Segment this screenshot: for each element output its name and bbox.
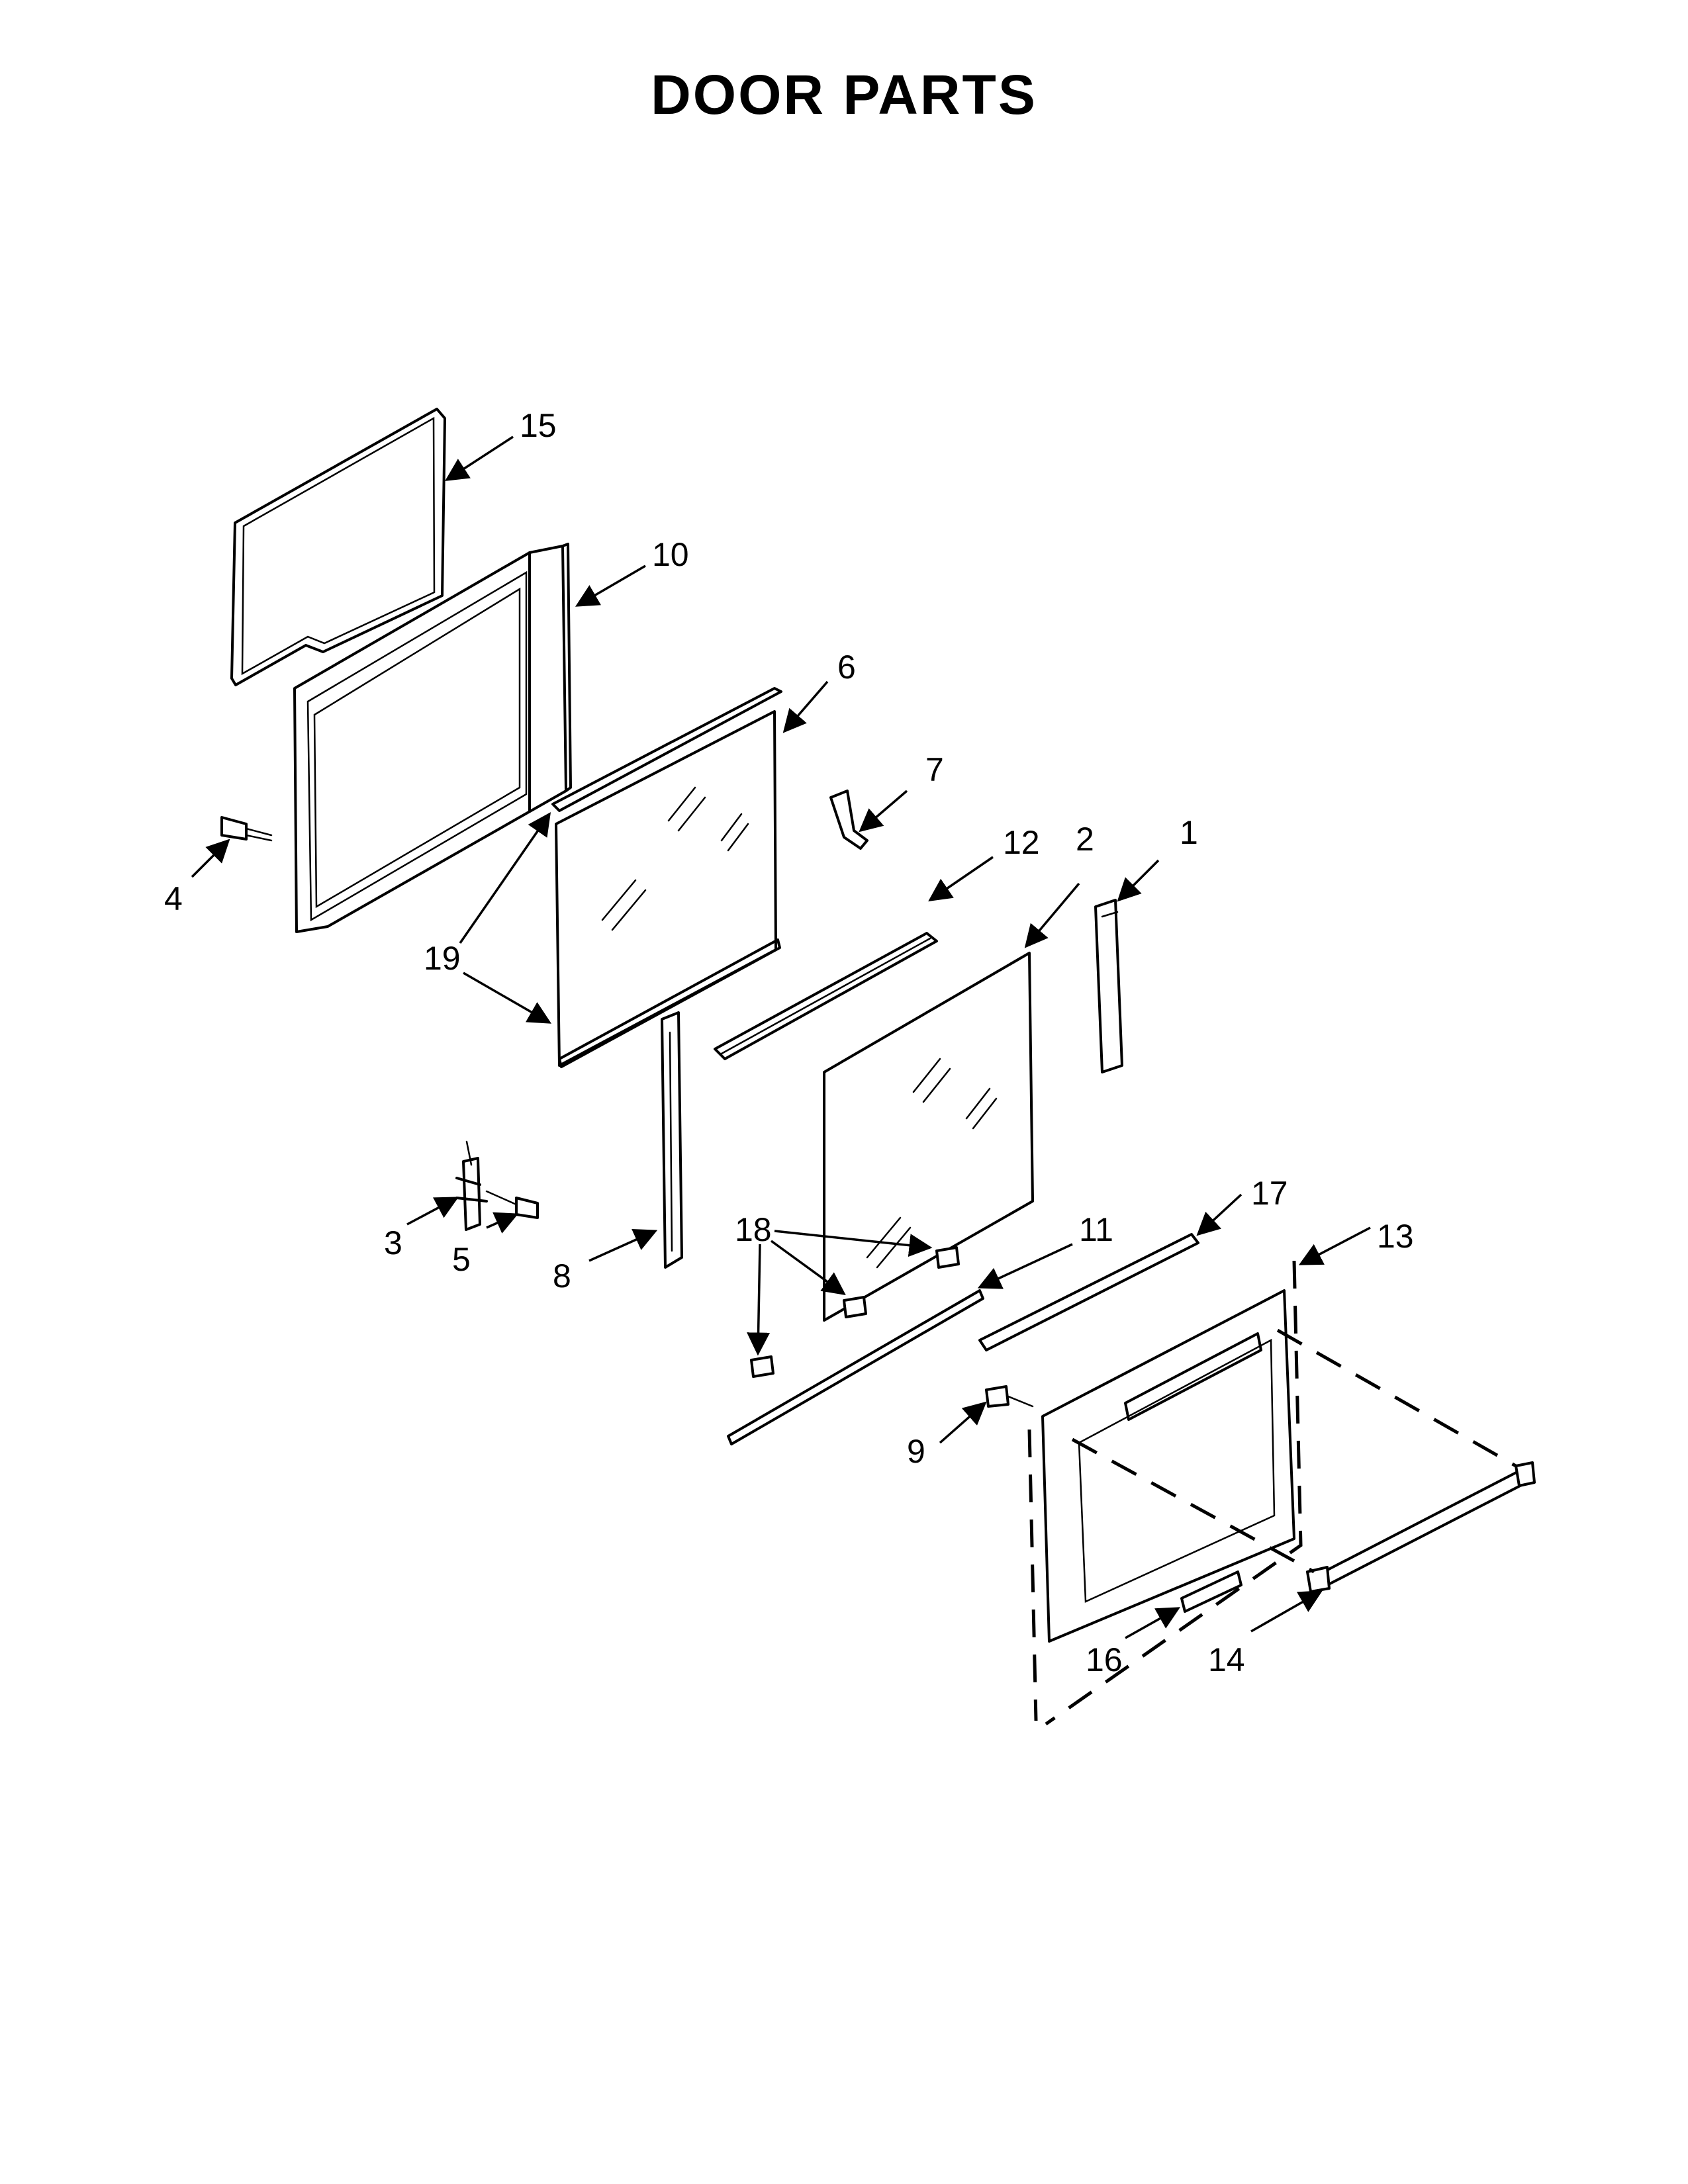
screws-18-part bbox=[750, 1246, 960, 1378]
badge-16-part bbox=[1180, 1570, 1243, 1613]
handle-14-part bbox=[1306, 1461, 1536, 1593]
part-label-5: 5 bbox=[452, 1241, 471, 1278]
part-label-3: 3 bbox=[384, 1224, 402, 1261]
strip-12-part bbox=[714, 932, 938, 1060]
hinge-3-part bbox=[455, 1140, 488, 1231]
door-panel-13-part bbox=[1041, 1289, 1295, 1643]
part-label-18: 18 bbox=[735, 1211, 772, 1248]
part-label-4: 4 bbox=[164, 880, 183, 917]
inner-door-frame-part bbox=[293, 543, 572, 933]
bracket-8-part bbox=[661, 1011, 683, 1269]
part-label-11: 11 bbox=[1079, 1211, 1113, 1248]
screw-9-part bbox=[985, 1385, 1034, 1408]
screw-4-part bbox=[220, 816, 273, 842]
part-label-15: 15 bbox=[520, 407, 557, 444]
leader-lines bbox=[191, 435, 1371, 1639]
part-label-17: 17 bbox=[1251, 1175, 1288, 1212]
part-label-2: 2 bbox=[1076, 821, 1094, 858]
inner-glass-2-part bbox=[823, 952, 1034, 1322]
vent-rail-17-part bbox=[978, 1233, 1199, 1351]
part-label-6: 6 bbox=[837, 649, 856, 686]
part-label-16: 16 bbox=[1086, 1641, 1123, 1678]
clip-7-part bbox=[829, 790, 868, 850]
trim-11-part bbox=[727, 1289, 984, 1445]
outer-glass-6-part bbox=[551, 687, 782, 1068]
page-title: DOOR PARTS bbox=[651, 64, 1037, 126]
door-gasket-part bbox=[230, 408, 446, 686]
part-label-13: 13 bbox=[1377, 1218, 1414, 1255]
part-label-14: 14 bbox=[1208, 1641, 1245, 1678]
part-label-19: 19 bbox=[424, 940, 461, 977]
part-label-9: 9 bbox=[907, 1433, 925, 1470]
part-label-10: 10 bbox=[652, 536, 689, 573]
part-labels: 1 2 3 4 5 6 7 8 9 10 11 12 13 14 15 16 1… bbox=[164, 407, 1414, 1678]
channel-1-part bbox=[1094, 899, 1123, 1073]
part-label-8: 8 bbox=[553, 1257, 571, 1295]
part-label-7: 7 bbox=[925, 751, 944, 788]
assembly-dashed-lines bbox=[1027, 1260, 1517, 1726]
screw-5-part bbox=[485, 1190, 539, 1219]
part-label-1: 1 bbox=[1180, 814, 1198, 851]
part-label-12: 12 bbox=[1003, 824, 1040, 861]
